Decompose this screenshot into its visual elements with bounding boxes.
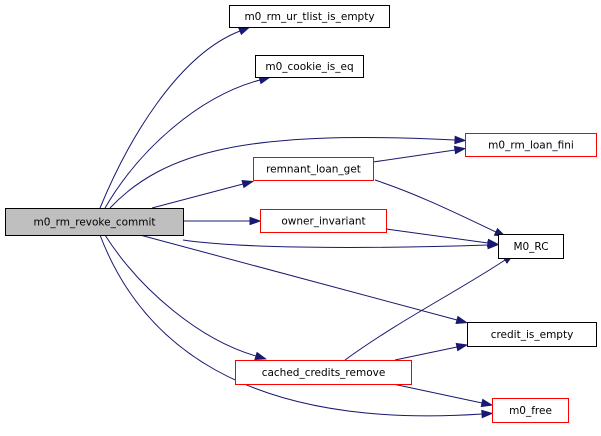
node-remnant[interactable]: remnant_loan_get [253, 157, 374, 181]
node-box [229, 5, 390, 28]
arrowhead-icon [254, 351, 267, 360]
edge-line [99, 30, 241, 209]
arrowhead-icon [455, 315, 469, 325]
node-label: remnant_loan_get [266, 164, 361, 176]
edge-remnant-to-loanfini [372, 145, 467, 163]
arrowhead-icon [486, 238, 500, 248]
node-credit[interactable]: credit_is_empty [467, 322, 597, 347]
node-loanfini[interactable]: m0_rm_loan_fini [465, 133, 597, 157]
arrowhead-icon [454, 135, 467, 145]
node-root[interactable]: m0_rm_revoke_commit [5, 208, 184, 236]
node-box [467, 322, 597, 347]
node-label: owner_invariant [281, 216, 365, 228]
edge-root-to-rc [182, 239, 500, 250]
edge-root-to-cached [104, 234, 267, 360]
node-rc[interactable]: M0_RC [498, 234, 564, 259]
edge-root-to-owner [183, 216, 262, 226]
nodes-layer: m0_rm_revoke_commit m0_rm_ur_tlist_is_emp… [5, 5, 597, 423]
edge-line [374, 179, 497, 233]
node-label: m0_cookie_is_eq [265, 61, 353, 73]
node-box [255, 55, 364, 78]
edge-line [104, 79, 261, 209]
edge-line [151, 183, 244, 209]
arrowhead-icon [453, 145, 467, 155]
edge-line [344, 259, 506, 361]
arrowhead-icon [249, 216, 262, 226]
edge-root-to-free [99, 234, 494, 419]
edge-line [109, 137, 456, 209]
edge-line [392, 383, 483, 404]
edge-line [139, 234, 458, 321]
edge-root-to-remnant [151, 179, 255, 209]
node-label: M0_RC [513, 241, 548, 253]
edge-remnant-to-rc [374, 179, 507, 237]
node-cached[interactable]: cached_credits_remove [235, 360, 412, 385]
node-box [253, 157, 374, 181]
arrowhead-icon [237, 26, 251, 36]
arrowhead-icon [241, 179, 255, 189]
node-label: cached_credits_remove [262, 367, 386, 379]
node-box [260, 209, 387, 233]
edge-line [372, 149, 456, 163]
node-label: m0_rm_revoke_commit [33, 217, 155, 229]
edge-line [182, 239, 489, 248]
node-label: m0_rm_ur_tlist_is_empty [244, 11, 374, 23]
node-box [5, 208, 184, 236]
edge-line [385, 228, 489, 244]
arrowhead-icon [480, 398, 494, 408]
edge-owner-to-rc [385, 228, 500, 248]
edge-cached-to-credit [394, 342, 469, 361]
edge-line [99, 234, 483, 417]
edge-line [104, 234, 257, 357]
node-box [235, 360, 412, 385]
node-label: m0_free [509, 405, 552, 417]
node-box [465, 133, 597, 157]
node-cookie[interactable]: m0_cookie_is_eq [255, 55, 364, 78]
edge-root-to-loanfini [109, 135, 467, 209]
node-box [498, 234, 564, 259]
edge-line [394, 346, 458, 361]
edge-root-to-cookie [104, 75, 272, 209]
arrowhead-icon [481, 409, 494, 419]
edges-layer [99, 26, 515, 419]
arrowhead-icon [455, 342, 469, 352]
node-box [492, 398, 569, 423]
node-tlist[interactable]: m0_rm_ur_tlist_is_empty [229, 5, 390, 28]
edge-cached-to-free [392, 383, 494, 408]
node-label: m0_rm_loan_fini [488, 140, 574, 152]
node-free[interactable]: m0_free [492, 398, 569, 423]
edge-root-to-credit [139, 234, 469, 325]
node-label: credit_is_empty [491, 329, 574, 341]
node-owner[interactable]: owner_invariant [260, 209, 387, 233]
